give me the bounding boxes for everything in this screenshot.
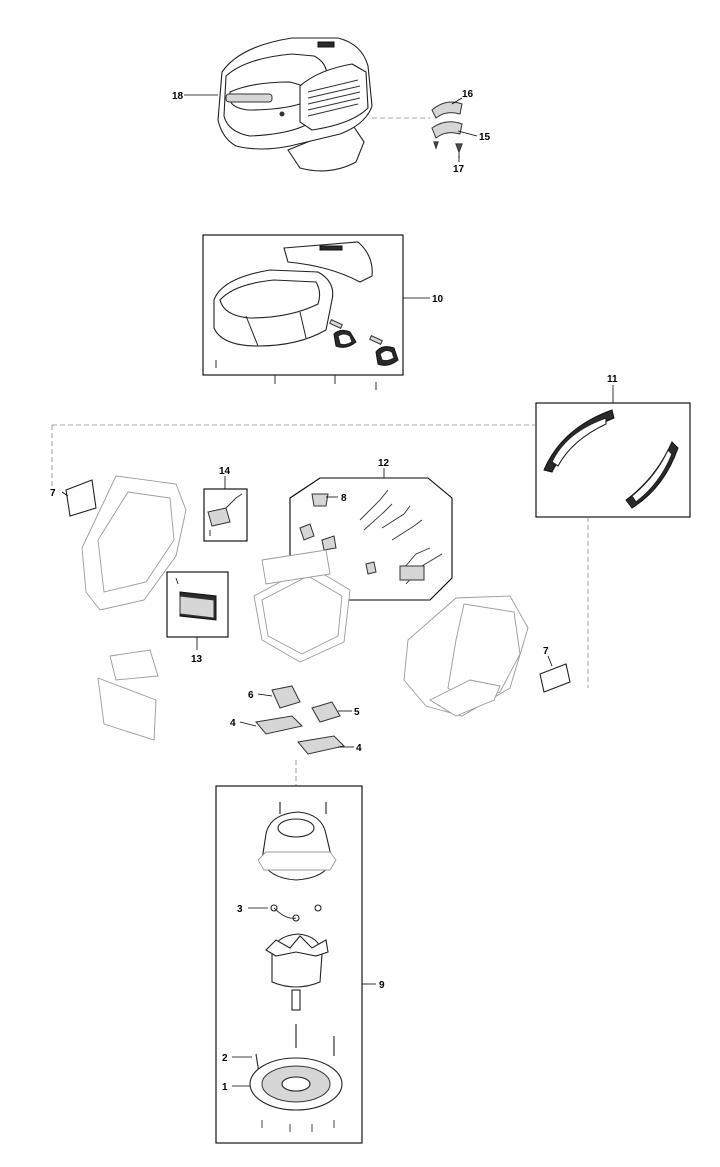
- damper-drawing: [271, 685, 341, 723]
- strip-right-drawing: [539, 663, 571, 693]
- left-housing-drawing: [81, 475, 187, 741]
- label-16: 16: [462, 89, 474, 100]
- clip-parts-drawing: [431, 101, 463, 158]
- control-board-box: [166, 571, 229, 638]
- sensor-module-drawing: [207, 493, 243, 536]
- label-1: 1: [222, 1082, 228, 1093]
- label-6: 6: [248, 690, 254, 701]
- label-11: 11: [607, 374, 618, 385]
- motor-kit-drawing: [249, 802, 343, 1132]
- motor-kit-box: [215, 785, 363, 1144]
- label-17: 17: [453, 164, 465, 175]
- label-10: 10: [432, 294, 444, 305]
- label-9: 9: [379, 980, 385, 991]
- label-3: 3: [237, 904, 243, 915]
- label-4-right: 4: [356, 743, 362, 754]
- right-housing-drawing: [403, 595, 529, 717]
- label-12: 12: [378, 458, 390, 469]
- label-7-left: 7: [50, 488, 56, 499]
- strip-left-drawing: [65, 479, 97, 517]
- label-4-left: 4: [230, 718, 236, 729]
- label-7-right: 7: [543, 646, 549, 657]
- cover-kit-drawing: [213, 241, 399, 390]
- cable-kit-drawing: [299, 489, 443, 585]
- label-2: 2: [222, 1053, 228, 1064]
- label-14: 14: [219, 466, 231, 477]
- cover-kit-box: [202, 234, 404, 376]
- control-board-drawing: [175, 577, 217, 621]
- label-15: 15: [479, 132, 491, 143]
- label-5: 5: [354, 707, 360, 718]
- label-18: 18: [172, 91, 184, 102]
- pad-drawing: [255, 715, 345, 755]
- center-chassis-drawing: [253, 549, 351, 663]
- cover-assembly-drawing: [217, 37, 373, 172]
- grille-kit-drawing: [543, 409, 679, 509]
- label-8: 8: [341, 493, 347, 504]
- label-13: 13: [191, 654, 203, 665]
- sensor-module-box: [203, 488, 248, 542]
